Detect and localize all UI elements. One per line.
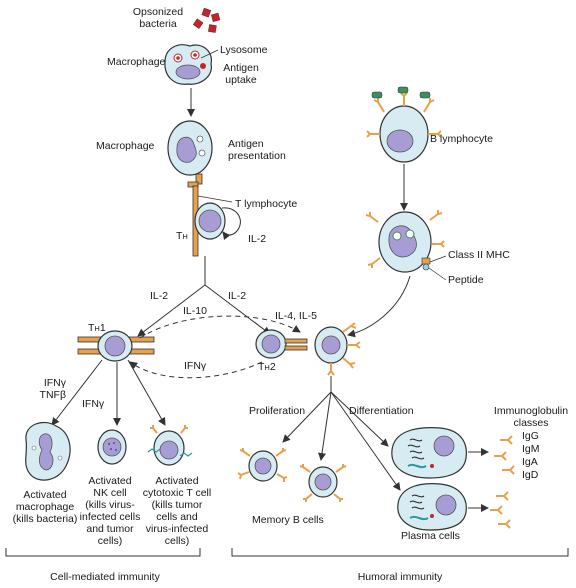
plasma-cell-1 bbox=[391, 427, 467, 479]
macrophage-uptake-cell bbox=[164, 44, 212, 85]
activated-cytotoxic-t-cell bbox=[147, 425, 193, 466]
b-cell-presenting-cell bbox=[365, 210, 445, 273]
b-lymphocyte-label: B lymphocyte bbox=[430, 133, 494, 145]
activated-macrophage-label: Activated macrophage (kills bacteria) bbox=[12, 489, 78, 525]
ifng-mid-label: IFNγ bbox=[184, 360, 207, 372]
th1-cell bbox=[77, 330, 155, 362]
activated-macrophage-cell bbox=[25, 421, 71, 481]
macrophage-presentation-cell bbox=[167, 120, 213, 176]
th2-label: TH2 bbox=[258, 361, 276, 373]
memory-b-cell-2 bbox=[299, 464, 347, 502]
b-cell-activated-icon bbox=[314, 322, 361, 376]
ifng-tnfb-label: IFNγ TNFβ bbox=[39, 377, 66, 401]
antigen-presentation-label: Antigen presentation bbox=[228, 138, 286, 162]
cell-mediated-immunity-label: Cell-mediated immunity bbox=[50, 571, 160, 583]
iga-label: IgA bbox=[522, 456, 538, 468]
proliferation-label: Proliferation bbox=[249, 405, 306, 417]
il4-il5-label: IL-4, IL-5 bbox=[275, 310, 318, 322]
igd-label: IgD bbox=[522, 469, 539, 481]
cell-mediated-bracket bbox=[5, 548, 201, 557]
class-ii-mhc-label: Class II MHC bbox=[448, 249, 510, 261]
t-lymphocyte-label: T lymphocyte bbox=[235, 198, 298, 210]
differentiation-label: Differentiation bbox=[349, 405, 414, 417]
plasma-cell-2 bbox=[397, 483, 467, 531]
activated-nk-cell bbox=[97, 429, 127, 465]
th-label: TH bbox=[176, 230, 188, 242]
memory-b-cell-1 bbox=[237, 448, 288, 482]
humoral-immunity-label: Humoral immunity bbox=[357, 571, 443, 583]
macrophage-label-2: Macrophage bbox=[96, 140, 155, 152]
il2-right-label: IL-2 bbox=[228, 290, 247, 302]
il10-label: IL-10 bbox=[183, 305, 207, 317]
igg-label: IgG bbox=[522, 430, 539, 442]
il2-loop-label: IL-2 bbox=[248, 233, 267, 245]
activated-nk-label: Activated NK cell (kills virus- infected… bbox=[79, 475, 141, 547]
b-lymphocyte-cell bbox=[366, 86, 442, 163]
ifng-left2-label: IFNγ bbox=[82, 398, 105, 410]
immunoglobulin-classes-label: Immunoglobulin classes bbox=[493, 405, 569, 429]
th1-label: TH1 bbox=[88, 322, 106, 334]
plasma-cells-label: Plasma cells bbox=[401, 530, 460, 542]
t-helper-cell bbox=[192, 185, 226, 257]
igm-label: IgM bbox=[522, 443, 540, 455]
antigen-uptake-label: Antigen uptake bbox=[223, 62, 259, 86]
opsonized-bacteria-label: Opsonized bacteria bbox=[132, 6, 184, 30]
memory-b-cells-label: Memory B cells bbox=[252, 514, 324, 526]
th2-cell bbox=[255, 329, 308, 359]
peptide-label: Peptide bbox=[448, 274, 484, 286]
secreted-antibodies-icon bbox=[490, 435, 515, 529]
macrophage-label-1: Macrophage bbox=[107, 56, 166, 68]
humoral-bracket bbox=[231, 548, 569, 557]
opsonized-bacteria-icon bbox=[192, 7, 221, 33]
il2-left-label: IL-2 bbox=[150, 290, 169, 302]
lysosome-label: Lysosome bbox=[220, 44, 268, 56]
activated-ctl-label: Activated cytotoxic T cell (kills tumor … bbox=[142, 475, 212, 547]
